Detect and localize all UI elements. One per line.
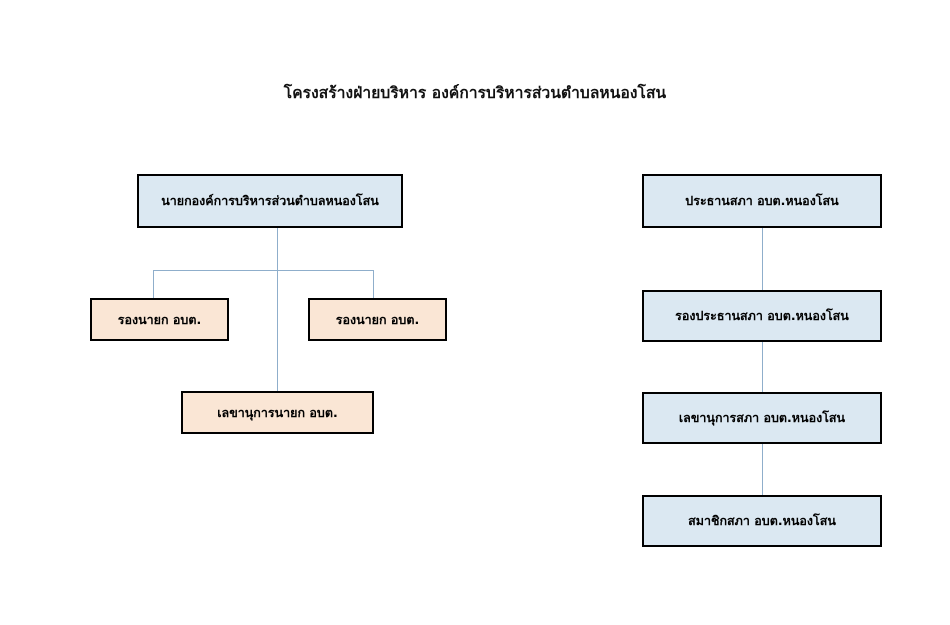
node-mayor-label: นายกองค์การบริหารส่วนตำบลหนองโสน [161, 193, 379, 209]
connector-mayor-trunk [277, 228, 278, 391]
connector-president-to-vice-president [762, 228, 763, 290]
node-mayor-secretary[interactable]: เลขานุการนายก อบต. [181, 391, 374, 434]
node-deputy-mayor-1[interactable]: รองนายก อบต. [90, 298, 229, 341]
node-mayor[interactable]: นายกองค์การบริหารส่วนตำบลหนองโสน [137, 174, 403, 228]
node-deputy-mayor-2-label: รองนายก อบต. [335, 311, 420, 327]
node-council-members[interactable]: สมาชิกสภา อบต.หนองโสน [642, 495, 882, 547]
connector-mayor-crossbar [153, 270, 373, 271]
node-deputy-mayor-1-label: รองนายก อบต. [117, 311, 202, 327]
node-council-secretary[interactable]: เลขานุการสภา อบต.หนองโสน [642, 392, 882, 444]
node-council-members-label: สมาชิกสภา อบต.หนองโสน [688, 513, 836, 529]
page-title: โครงสร้างฝ่ายบริหาร องค์การบริหารส่วนตำบ… [283, 84, 667, 102]
connector-vice-president-to-secretary [762, 342, 763, 392]
node-mayor-secretary-label: เลขานุการนายก อบต. [217, 404, 338, 420]
node-deputy-mayor-2[interactable]: รองนายก อบต. [308, 298, 447, 341]
node-council-secretary-label: เลขานุการสภา อบต.หนองโสน [678, 410, 846, 426]
connector-to-deputy-mayor-1 [153, 270, 154, 298]
connector-secretary-to-members [762, 444, 763, 495]
node-council-president[interactable]: ประธานสภา อบต.หนองโสน [642, 174, 882, 228]
node-council-vice-president[interactable]: รองประธานสภา อบต.หนองโสน [642, 290, 882, 342]
node-council-vice-president-label: รองประธานสภา อบต.หนองโสน [675, 308, 849, 324]
node-council-president-label: ประธานสภา อบต.หนองโสน [685, 193, 839, 209]
connector-to-deputy-mayor-2 [373, 270, 374, 298]
